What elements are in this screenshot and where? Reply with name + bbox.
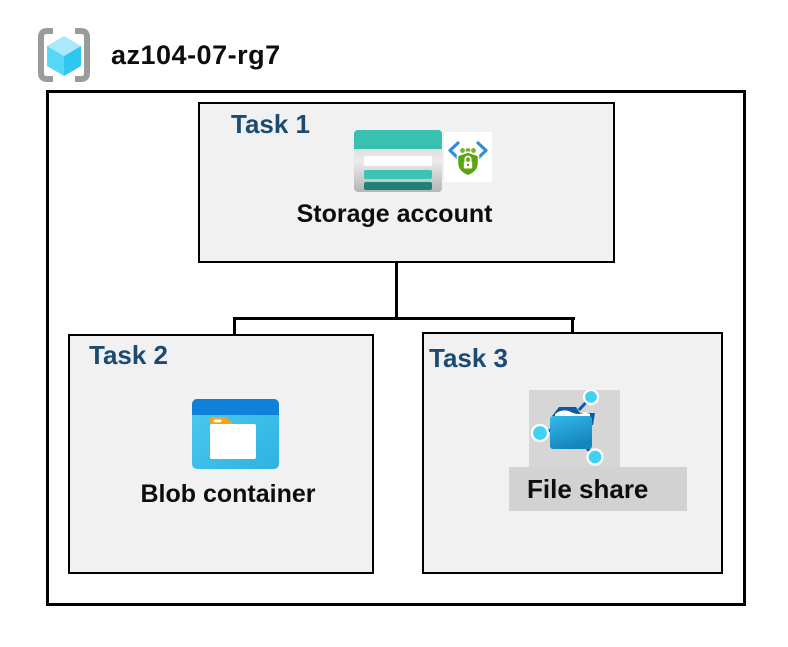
task2-box: Task 2 Blob container [68,334,374,574]
resource-group-icon [38,28,90,82]
file-share-icon [530,388,604,466]
storage-account-icon [354,130,442,192]
task3-box: Task 3 [422,332,723,574]
connector-horizontal [233,317,575,320]
file-share-tile [529,388,620,467]
blob-container-label: Blob container [140,480,316,508]
task3-heading: Task 3 [429,343,509,373]
connector-storage-stem [395,263,398,320]
file-share-label: File share [527,474,649,504]
storage-account-label: Storage account [296,200,493,228]
task2-heading: Task 2 [89,340,169,370]
file-share-label-box: File share [509,467,687,511]
task1-box: Task 1 Storage a [198,102,615,263]
sas-lock-icon [444,132,492,182]
resource-group-title: az104-07-rg7 [111,40,281,70]
blob-container-icon [192,399,279,469]
task1-heading: Task 1 [231,109,311,139]
